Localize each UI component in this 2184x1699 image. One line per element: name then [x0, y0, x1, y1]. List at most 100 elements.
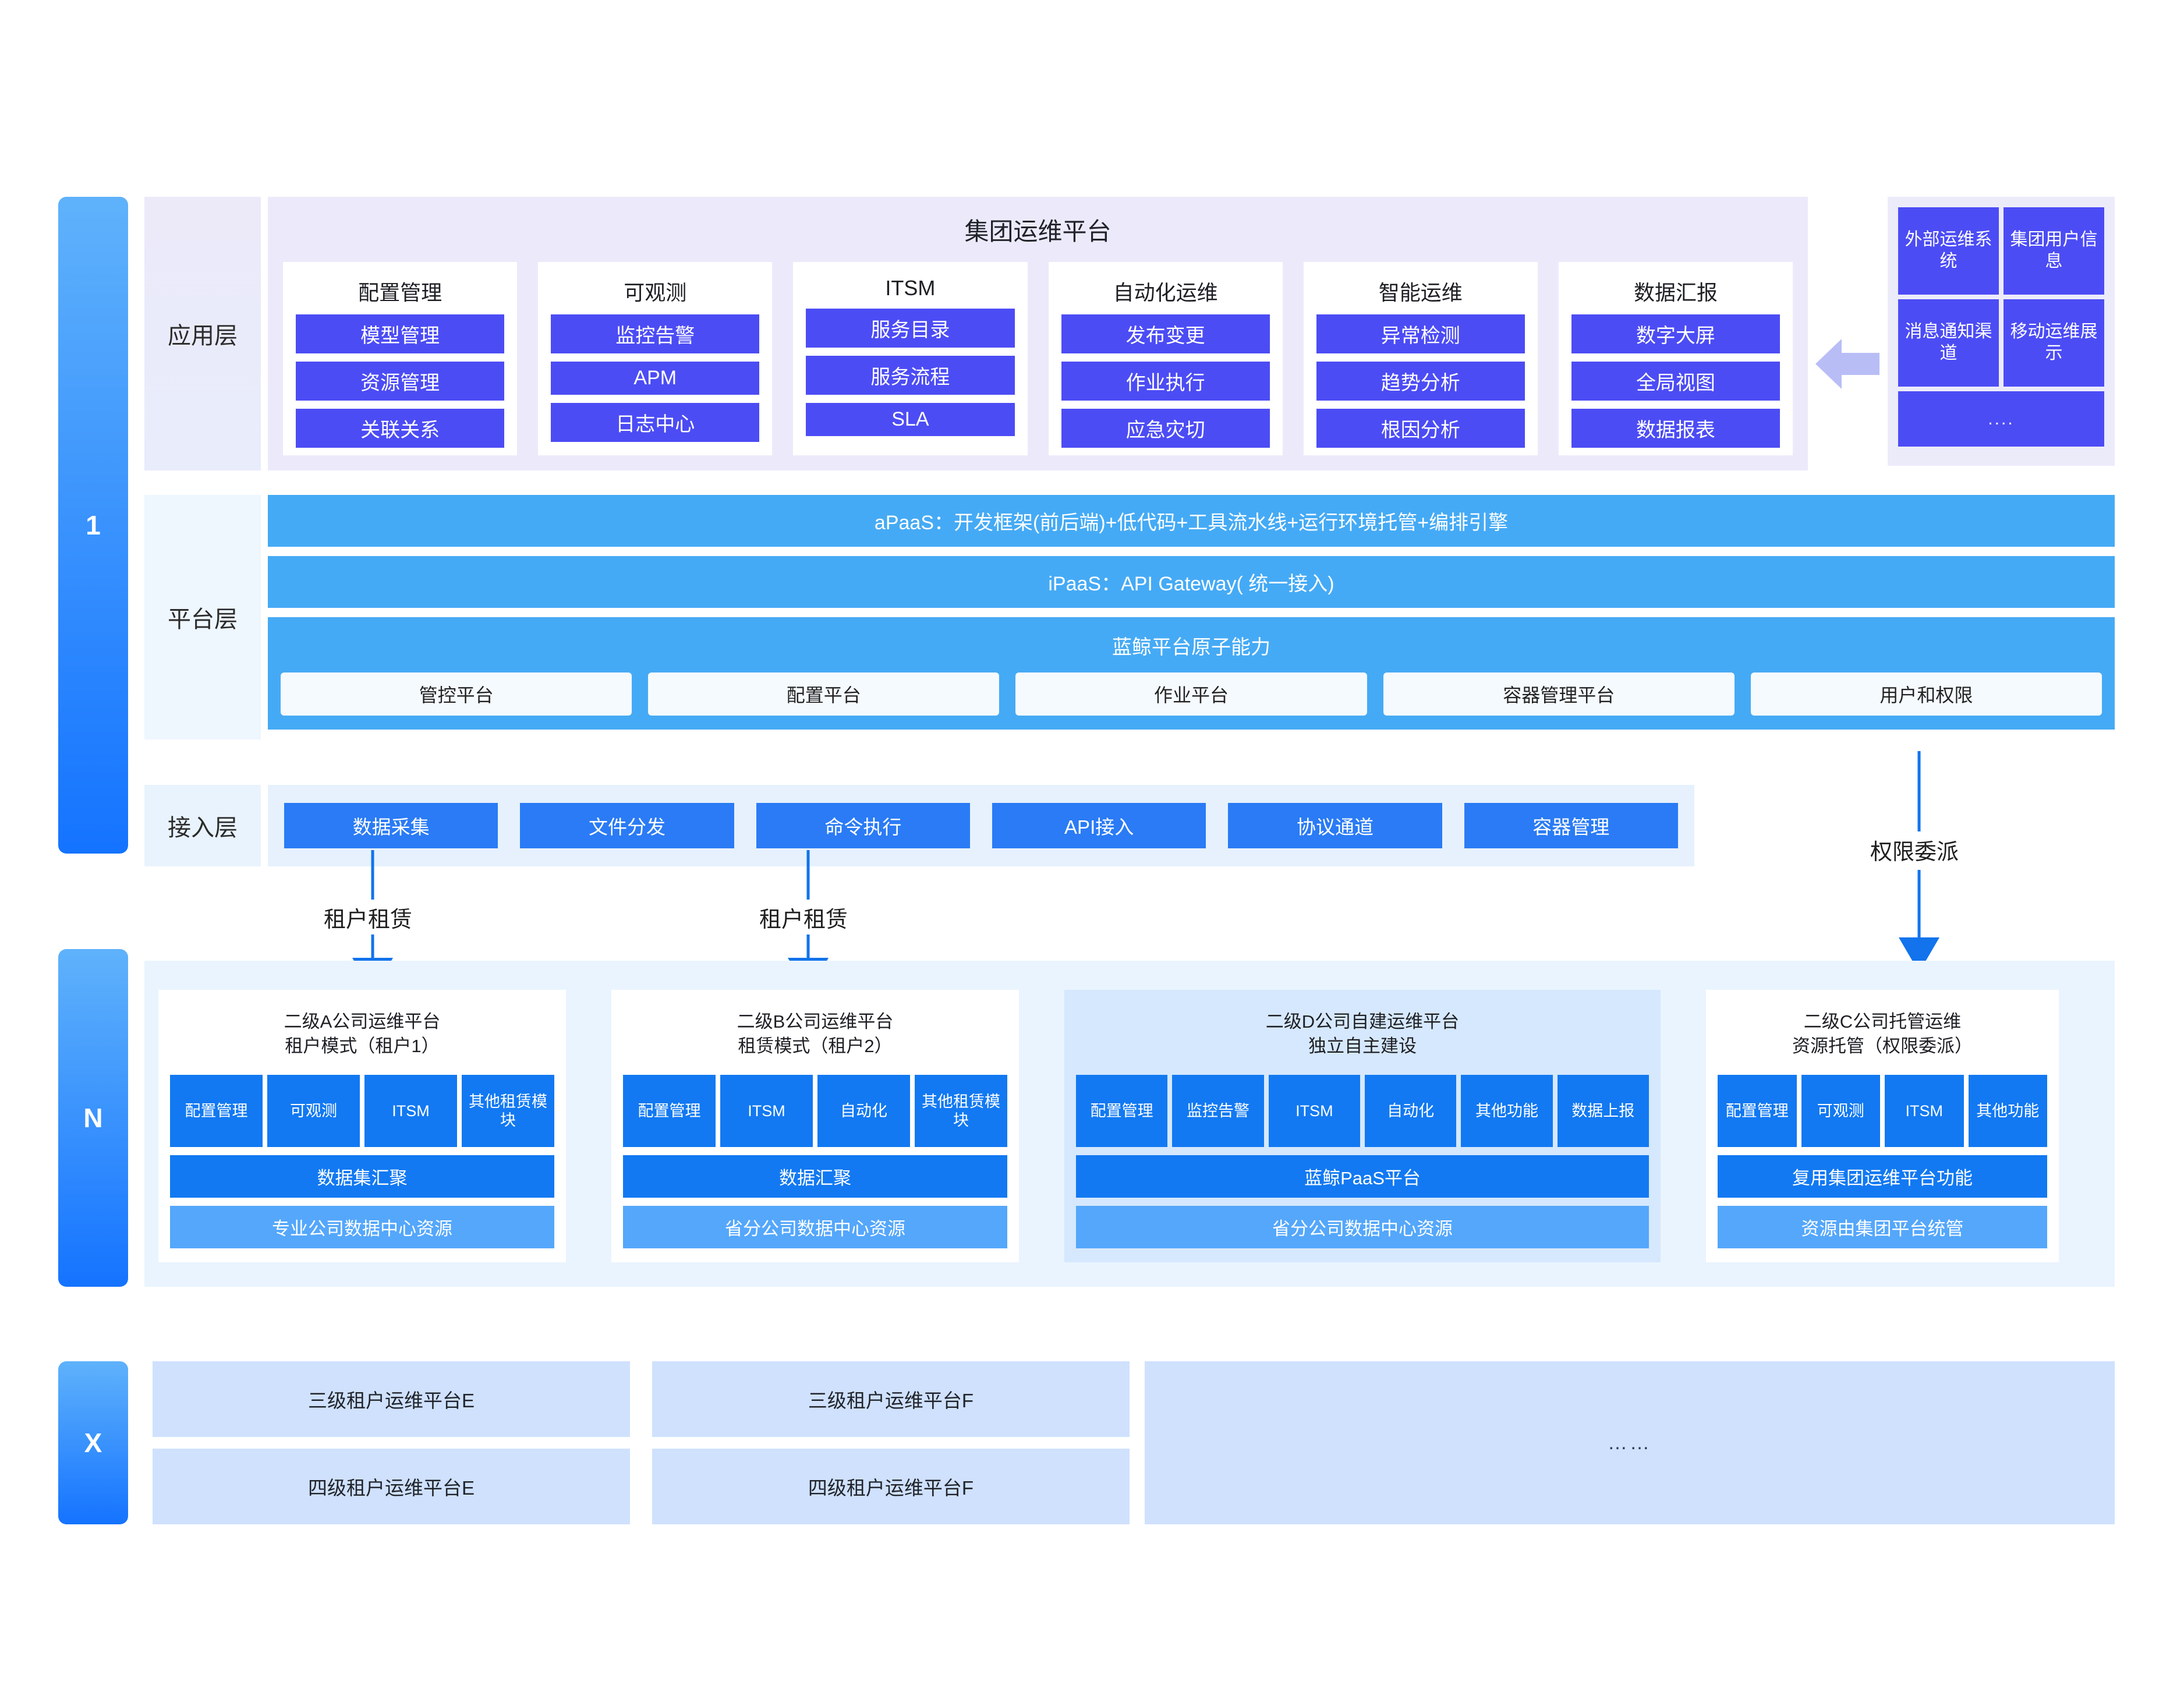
app-chip[interactable]: 服务目录	[806, 309, 1015, 348]
app-card-observability[interactable]: 可观测 监控告警 APM 日志中心	[538, 262, 773, 455]
connector-label-tenant-lease-1: 租户租赁	[324, 908, 413, 932]
tenant-module[interactable]: 其他功能	[1461, 1075, 1553, 1148]
tenant-resource-bar[interactable]: 省分公司数据中心资源	[1076, 1206, 1649, 1249]
tenant-resource-bar[interactable]: 专业公司数据中心资源	[170, 1206, 554, 1249]
tenant-card-company-a[interactable]: 二级A公司运维平台 租户模式（租户1） 配置管理 可观测 ITSM 其他租赁模块…	[158, 990, 566, 1263]
tenant-module[interactable]: 其他租赁模块	[915, 1075, 1007, 1148]
left-arrow-icon	[1815, 339, 1879, 389]
tenant-module[interactable]: 可观测	[1801, 1075, 1880, 1148]
tenant-module[interactable]: 配置管理	[1718, 1075, 1797, 1148]
group-ops-platform-title: 集团运维平台	[964, 218, 1112, 245]
rail-level-x: X	[58, 1361, 128, 1524]
tenant-card-title: 二级B公司运维平台 租赁模式（租户2）	[737, 1011, 894, 1057]
atomic-item-config-platform[interactable]: 配置平台	[648, 672, 1000, 716]
tenant-module[interactable]: 监控告警	[1172, 1075, 1264, 1148]
sub-tenant-box-l3-f[interactable]: 三级租户运维平台F	[652, 1361, 1130, 1437]
sub-tenant-box-l4-f[interactable]: 四级租户运维平台F	[652, 1449, 1130, 1524]
app-chip[interactable]: 应急灾切	[1061, 409, 1270, 448]
tenant-card-title: 二级C公司托管运维 资源托管（权限委派）	[1792, 1011, 1973, 1057]
app-card-aiops[interactable]: 智能运维 异常检测 趋势分析 根因分析	[1303, 262, 1538, 455]
external-box-more[interactable]: ....	[1898, 391, 2104, 447]
tenant-module[interactable]: 配置管理	[170, 1075, 263, 1148]
application-layer-panel: 集团运维平台 配置管理 模型管理 资源管理 关联关系 可观测 监控告警 APM …	[268, 197, 1808, 470]
access-item-command-execution[interactable]: 命令执行	[756, 803, 970, 848]
app-chip[interactable]: 日志中心	[551, 403, 760, 442]
app-card-config-management[interactable]: 配置管理 模型管理 资源管理 关联关系	[283, 262, 518, 455]
app-card-title: ITSM	[885, 276, 936, 300]
app-card-title: 智能运维	[1378, 281, 1463, 305]
tenant-module[interactable]: 其他租赁模块	[462, 1075, 554, 1148]
tenant-card-company-d[interactable]: 二级D公司自建运维平台 独立自主建设 配置管理 监控告警 ITSM 自动化 其他…	[1064, 990, 1661, 1263]
app-chip[interactable]: SLA	[806, 403, 1015, 436]
rail-level-x-label: X	[84, 1428, 102, 1458]
sub-tenant-column-1: 三级租户运维平台E 四级租户运维平台E	[153, 1361, 630, 1524]
tenant-module[interactable]: 配置管理	[623, 1075, 716, 1148]
tenant-data-bar[interactable]: 数据汇聚	[623, 1155, 1007, 1198]
access-item-container-management[interactable]: 容器管理	[1464, 803, 1678, 848]
app-chip[interactable]: 根因分析	[1316, 409, 1525, 448]
app-chip[interactable]: 趋势分析	[1316, 362, 1525, 401]
tenant-module[interactable]: 数据上报	[1557, 1075, 1649, 1148]
app-chip[interactable]: 关联关系	[296, 409, 505, 448]
tenant-card-company-b[interactable]: 二级B公司运维平台 租赁模式（租户2） 配置管理 ITSM 自动化 其他租赁模块…	[611, 990, 1019, 1263]
atomic-item-user-permission[interactable]: 用户和权限	[1750, 672, 2102, 716]
atomic-capability-title: 蓝鲸平台原子能力	[1112, 636, 1270, 659]
tenant-module[interactable]: ITSM	[1268, 1075, 1360, 1148]
tenant-data-bar[interactable]: 数据集汇聚	[170, 1155, 554, 1198]
tenant-module[interactable]: ITSM	[1885, 1075, 1964, 1148]
app-card-itsm[interactable]: ITSM 服务目录 服务流程 SLA	[793, 262, 1028, 455]
tenant-data-bar[interactable]: 蓝鲸PaaS平台	[1076, 1155, 1649, 1198]
tenant-resource-bar[interactable]: 省分公司数据中心资源	[623, 1206, 1007, 1249]
tenant-module[interactable]: 自动化	[1364, 1075, 1457, 1148]
tenant-module-list: 配置管理 监控告警 ITSM 自动化 其他功能 数据上报	[1076, 1075, 1649, 1148]
tenant-module[interactable]: 配置管理	[1076, 1075, 1168, 1148]
rail-level-1: 1	[58, 197, 128, 854]
app-chip[interactable]: 服务流程	[806, 356, 1015, 395]
app-chip[interactable]: 数据报表	[1571, 409, 1781, 448]
ipaas-bar[interactable]: iPaaS：API Gateway( 统一接入)	[268, 556, 2115, 608]
sub-tenant-more-box[interactable]: ……	[1145, 1361, 2115, 1524]
app-chip[interactable]: 作业执行	[1061, 362, 1270, 401]
atomic-item-job-platform[interactable]: 作业平台	[1015, 672, 1367, 716]
external-systems-grid: 外部运维系统 集团用户信息 消息通知渠道 移动运维展示	[1898, 207, 2104, 387]
atomic-item-control-platform[interactable]: 管控平台	[281, 672, 632, 716]
external-box-mobile-ops[interactable]: 移动运维展示	[2004, 299, 2104, 387]
tenant-resource-bar[interactable]: 资源由集团平台统管	[1718, 1206, 2047, 1249]
tenant-module-list: 配置管理 ITSM 自动化 其他租赁模块	[623, 1075, 1007, 1148]
tenant-module[interactable]: ITSM	[720, 1075, 813, 1148]
app-chip[interactable]: 全局视图	[1571, 362, 1781, 401]
access-item-api-access[interactable]: API接入	[992, 803, 1206, 848]
app-chip[interactable]: 监控告警	[551, 314, 760, 353]
app-card-data-report[interactable]: 数据汇报 数字大屏 全局视图 数据报表	[1558, 262, 1793, 455]
tenant-module[interactable]: 自动化	[817, 1075, 910, 1148]
layer-label-application-text: 应用层	[168, 323, 238, 349]
app-card-automation[interactable]: 自动化运维 发布变更 作业执行 应急灾切	[1048, 262, 1283, 455]
app-chip[interactable]: 数字大屏	[1571, 314, 1781, 353]
tenant-card-company-c[interactable]: 二级C公司托管运维 资源托管（权限委派） 配置管理 可观测 ITSM 其他功能 …	[1706, 990, 2059, 1263]
layer-label-platform-text: 平台层	[168, 607, 238, 632]
app-chip[interactable]: 异常检测	[1316, 314, 1525, 353]
access-item-protocol-channel[interactable]: 协议通道	[1228, 803, 1442, 848]
connector-label-tenant-lease-2: 租户租赁	[759, 908, 848, 932]
app-chip[interactable]: 资源管理	[296, 362, 505, 401]
sub-tenant-box-l4-e[interactable]: 四级租户运维平台E	[153, 1449, 630, 1524]
access-item-file-distribution[interactable]: 文件分发	[520, 803, 734, 848]
external-box-group-user-info[interactable]: 集团用户信息	[2004, 207, 2104, 295]
tenant-data-bar[interactable]: 复用集团运维平台功能	[1718, 1155, 2047, 1198]
tenant-module-list: 配置管理 可观测 ITSM 其他租赁模块	[170, 1075, 554, 1148]
apaas-bar[interactable]: aPaaS：开发框架(前后端)+低代码+工具流水线+运行环境托管+编排引擎	[268, 495, 2115, 547]
app-chip[interactable]: APM	[551, 362, 760, 395]
tenant-module-list: 配置管理 可观测 ITSM 其他功能	[1718, 1075, 2047, 1148]
app-card-title: 配置管理	[358, 281, 443, 305]
external-box-message-channel[interactable]: 消息通知渠道	[1898, 299, 1999, 387]
tenant-module[interactable]: ITSM	[364, 1075, 457, 1148]
sub-tenant-box-l3-e[interactable]: 三级租户运维平台E	[153, 1361, 630, 1437]
app-chip[interactable]: 模型管理	[296, 314, 505, 353]
tenant-module[interactable]: 可观测	[267, 1075, 360, 1148]
external-box-ops-system[interactable]: 外部运维系统	[1898, 207, 1999, 295]
app-chip[interactable]: 发布变更	[1061, 314, 1270, 353]
atomic-item-container-platform[interactable]: 容器管理平台	[1383, 672, 1735, 716]
tenant-module[interactable]: 其他功能	[1968, 1075, 2047, 1148]
access-item-data-collection[interactable]: 数据采集	[284, 803, 498, 848]
